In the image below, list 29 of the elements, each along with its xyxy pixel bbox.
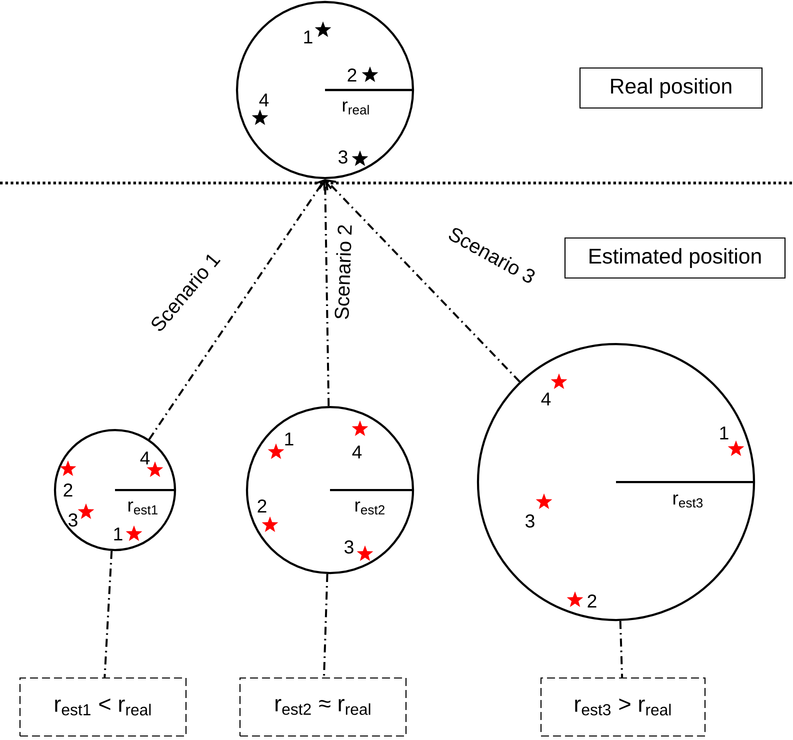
star-number: 2 <box>258 499 266 513</box>
text-box: Real position <box>579 67 763 109</box>
star-number: 4 <box>140 452 150 464</box>
edge-label: Scenario 2 <box>334 225 352 319</box>
radius-label: r$_{est1}$ <box>128 501 158 515</box>
star-number: 1 <box>285 432 294 446</box>
text-box: r$_{est2}$ ≈ r$_{real}$ <box>239 677 407 737</box>
star-number: 4 <box>352 446 362 458</box>
text-box: r$_{est3}$ > r$_{real}$ <box>540 677 706 737</box>
radius-label: r$_{real}$ <box>342 101 369 115</box>
text-box: Estimated position <box>564 237 786 279</box>
dash-dot-arrow <box>325 179 520 382</box>
dash-dot-arrow <box>318 179 332 406</box>
star-number: 1 <box>720 426 728 440</box>
star-number: 1 <box>114 528 122 540</box>
radius-label: r$_{est2}$ <box>355 501 384 515</box>
star-number: 2 <box>348 68 356 82</box>
radius-label: r$_{est3}$ <box>673 494 703 508</box>
star-number: 3 <box>526 514 534 528</box>
star-number: 2 <box>64 483 72 497</box>
star-number: 3 <box>338 150 348 164</box>
star-number: 2 <box>588 594 596 608</box>
text-box: r$_{est1}$ < r$_{real}$ <box>19 677 187 737</box>
dash-dot-arrow <box>148 179 326 440</box>
star-number: 3 <box>344 540 354 554</box>
star-number: 1 <box>304 30 312 44</box>
star-number: 4 <box>541 392 551 406</box>
star-number: 4 <box>259 94 269 106</box>
star-number: 3 <box>68 513 78 527</box>
